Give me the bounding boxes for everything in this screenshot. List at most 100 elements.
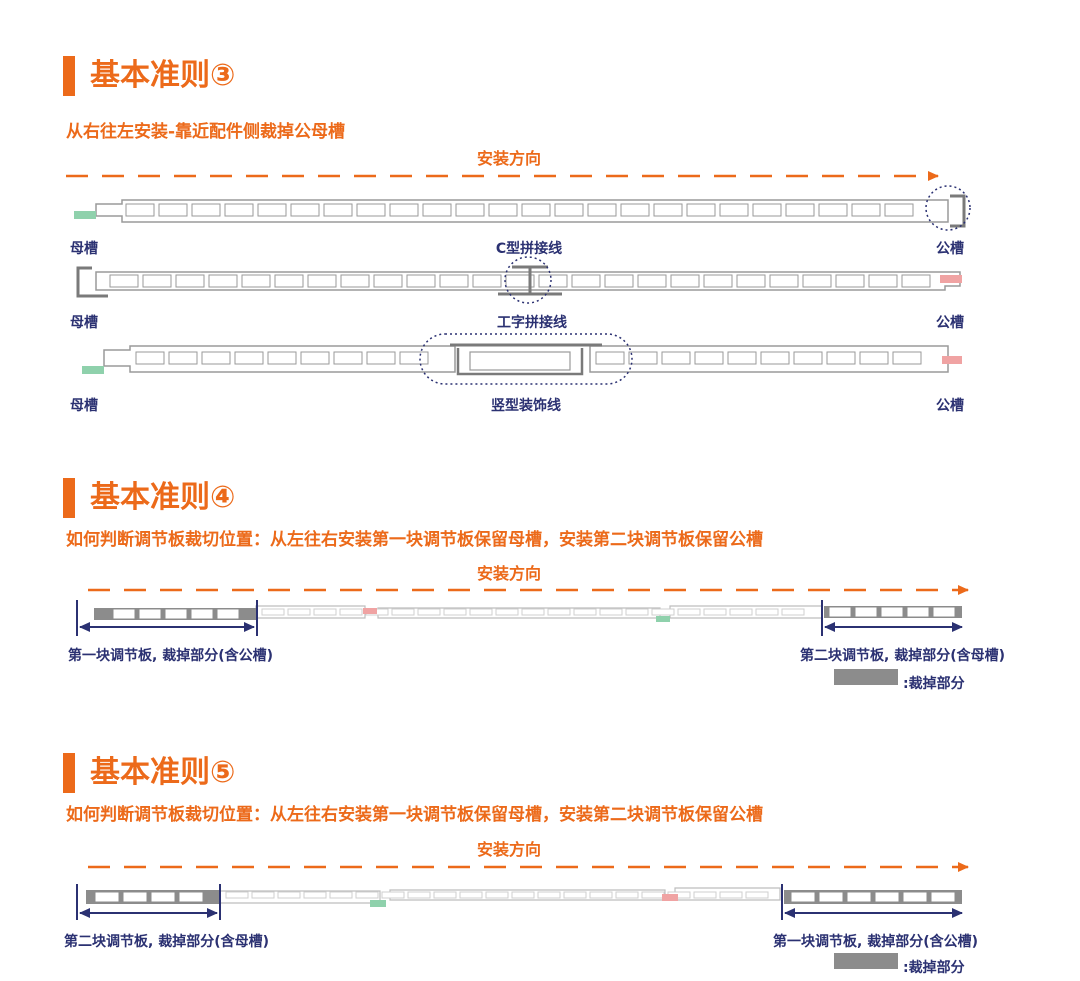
panel-cell bbox=[191, 609, 213, 619]
panel-cell bbox=[329, 891, 353, 899]
section4-subtitle: 如何判断调节板裁切位置：从左往右安装第一块调节板保留母槽，安装第二块调节板保留公… bbox=[66, 530, 763, 550]
panel-cell bbox=[563, 891, 587, 899]
panel-cell bbox=[818, 203, 848, 217]
panel-cell bbox=[628, 351, 658, 365]
panel-cell bbox=[547, 608, 571, 616]
panel-cell bbox=[339, 608, 363, 616]
panel-cell bbox=[719, 203, 749, 217]
panel-cell bbox=[389, 203, 419, 217]
row3-female-groove bbox=[82, 366, 104, 374]
panel-cell bbox=[151, 892, 175, 902]
panel-cell bbox=[677, 608, 701, 616]
section4-female-groove bbox=[656, 616, 670, 622]
panel-cell bbox=[727, 351, 757, 365]
section5-title: 基本准则⑤ bbox=[90, 755, 236, 790]
section4-first-panel-label: 第一块调节板, 裁掉部分(含公槽) bbox=[68, 648, 273, 664]
panel-cell bbox=[290, 203, 320, 217]
panel-cell bbox=[752, 203, 782, 217]
panel-cell bbox=[407, 891, 431, 899]
section4-legend-swatch bbox=[834, 669, 898, 685]
row2-i-joint-label: 工字拼接线 bbox=[497, 315, 567, 331]
panel-cell bbox=[859, 351, 889, 365]
panel-cell bbox=[257, 203, 287, 217]
panel-cell bbox=[267, 351, 297, 365]
row3-panel-left bbox=[103, 345, 456, 373]
section5-first-panel-label: 第一块调节板, 裁掉部分(含公槽) bbox=[773, 934, 978, 950]
panel-cell bbox=[391, 608, 415, 616]
panel-cell bbox=[168, 351, 198, 365]
panel-cell bbox=[819, 892, 843, 902]
panel-cell bbox=[381, 891, 405, 899]
panel-cell bbox=[261, 608, 285, 616]
panel-cell bbox=[694, 351, 724, 365]
panel-cell bbox=[287, 608, 311, 616]
panel-cell bbox=[571, 274, 601, 288]
panel-cell bbox=[884, 203, 914, 217]
section5-second-panel-cut-part bbox=[86, 890, 220, 904]
panel-cell bbox=[355, 891, 379, 899]
section3-subtitle: 从右往左安装-靠近配件侧裁掉公母槽 bbox=[66, 122, 346, 142]
panel-cell bbox=[495, 608, 519, 616]
panel-cell bbox=[620, 203, 650, 217]
panel-cell bbox=[521, 608, 545, 616]
panel-cell bbox=[875, 892, 899, 902]
panel-cell bbox=[851, 203, 881, 217]
panel-cell bbox=[745, 891, 769, 899]
panel-cell bbox=[158, 203, 188, 217]
section3-title: 基本准则③ bbox=[90, 58, 236, 93]
panel-cell bbox=[802, 274, 832, 288]
section4-second-panel-cut-part bbox=[824, 606, 962, 618]
panel-cell bbox=[139, 609, 161, 619]
panel-cell bbox=[903, 892, 927, 902]
section5-title-bar bbox=[63, 753, 75, 793]
panel-cell bbox=[439, 274, 469, 288]
panel-cell bbox=[109, 274, 139, 288]
section5-direction-label: 安装方向 bbox=[477, 840, 542, 859]
row3-vertical-trim-label: 竖型装饰线 bbox=[491, 398, 561, 414]
row1-female-groove-label: 母槽 bbox=[70, 241, 98, 257]
panel-cell bbox=[653, 203, 683, 217]
panel-cell bbox=[785, 203, 815, 217]
panel-cell bbox=[179, 892, 203, 902]
panel-cell bbox=[373, 274, 403, 288]
row2-end-profile bbox=[76, 266, 108, 298]
row2-male-groove-label: 公槽 bbox=[936, 315, 964, 331]
panel-cell bbox=[554, 203, 584, 217]
panel-cell bbox=[251, 891, 275, 899]
panel-cell bbox=[791, 892, 815, 902]
panel-cell bbox=[469, 608, 493, 616]
panel-cell bbox=[703, 274, 733, 288]
panel-cell bbox=[755, 608, 779, 616]
panel-cell bbox=[485, 891, 509, 899]
panel-cell bbox=[274, 274, 304, 288]
section4-legend-text: :裁掉部分 bbox=[903, 676, 965, 692]
panel-cell bbox=[95, 892, 119, 902]
panel-cell bbox=[313, 608, 337, 616]
panel-cell bbox=[142, 274, 172, 288]
row3-male-groove bbox=[942, 356, 962, 364]
panel-cell bbox=[443, 608, 467, 616]
row3-vertical-trim bbox=[450, 343, 602, 376]
panel-cell bbox=[277, 891, 301, 899]
panel-cell bbox=[125, 203, 155, 217]
panel-cell bbox=[417, 608, 441, 616]
panel-cell bbox=[661, 351, 691, 365]
panel-cell bbox=[224, 203, 254, 217]
panel-cell bbox=[505, 274, 535, 288]
panel-cell bbox=[599, 608, 623, 616]
panel-cell bbox=[760, 351, 790, 365]
row1-male-groove-highlight bbox=[925, 185, 971, 231]
panel-cell bbox=[113, 609, 135, 619]
panel-cell bbox=[399, 351, 429, 365]
panel-cell bbox=[931, 892, 955, 902]
panel-cell bbox=[234, 351, 264, 365]
section5-subtitle: 如何判断调节板裁切位置：从左往右安装第一块调节板保留母槽，安装第二块调节板保留公… bbox=[66, 805, 763, 825]
panel-cell bbox=[855, 607, 877, 617]
panel-cell bbox=[511, 891, 535, 899]
section5-second-panel-label: 第二块调节板, 裁掉部分(含母槽) bbox=[64, 934, 269, 950]
panel-cell bbox=[455, 203, 485, 217]
row2-male-groove bbox=[940, 275, 962, 283]
panel-cell bbox=[217, 609, 239, 619]
section4-title: 基本准则④ bbox=[90, 480, 236, 515]
panel-cell bbox=[901, 274, 931, 288]
